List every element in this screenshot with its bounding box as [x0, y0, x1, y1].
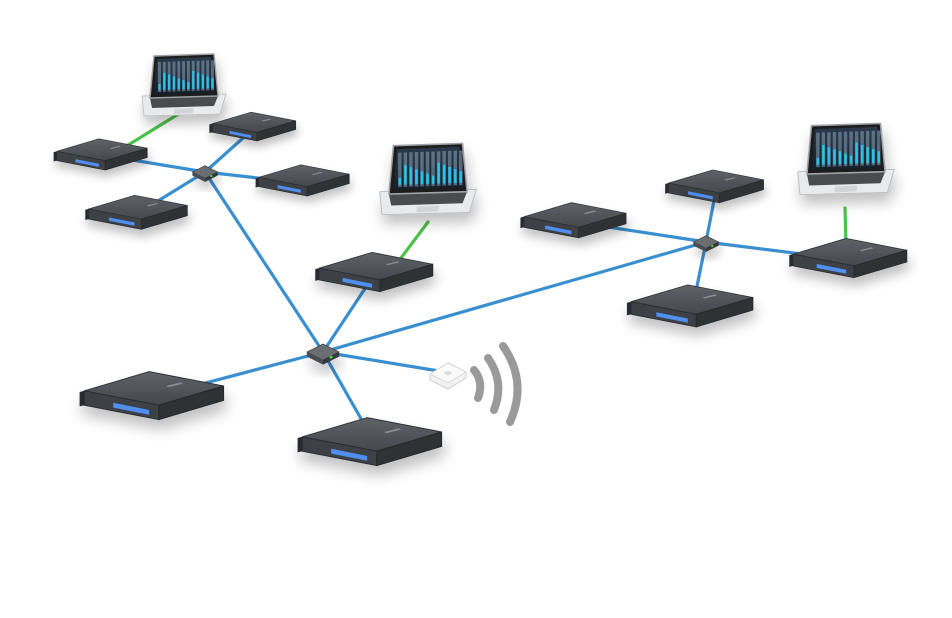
laptop-icon: [379, 142, 477, 216]
ethernet-link: [321, 240, 708, 354]
audio-interface-icon: [209, 111, 297, 142]
audio-devices: [53, 111, 908, 467]
audio-interface-icon: [85, 194, 188, 230]
audio-interface-icon: [79, 371, 225, 421]
ethernet-link: [203, 170, 325, 354]
network-switch-icon: [191, 165, 219, 182]
direct-link: [118, 108, 187, 152]
network-switches: [191, 165, 720, 365]
laptop-icon: [141, 53, 227, 117]
audio-interface-icon: [315, 252, 434, 293]
audio-interface-icon: [53, 138, 148, 171]
audio-interface-icon: [255, 164, 350, 197]
laptops: [141, 53, 895, 216]
audio-interface-icon: [297, 417, 443, 467]
network-switch-icon: [692, 235, 720, 252]
wireless-access-point-icon: [428, 362, 468, 390]
audio-interface-icon: [789, 238, 908, 279]
audio-interface-icon: [665, 169, 764, 204]
audio-interface-icon: [626, 284, 754, 328]
ethernet-link: [321, 350, 447, 374]
wifi-signal-icon: [470, 342, 522, 426]
network-switch-icon: [306, 343, 340, 365]
laptop-icon: [797, 122, 895, 196]
audio-interface-icon: [520, 202, 627, 239]
